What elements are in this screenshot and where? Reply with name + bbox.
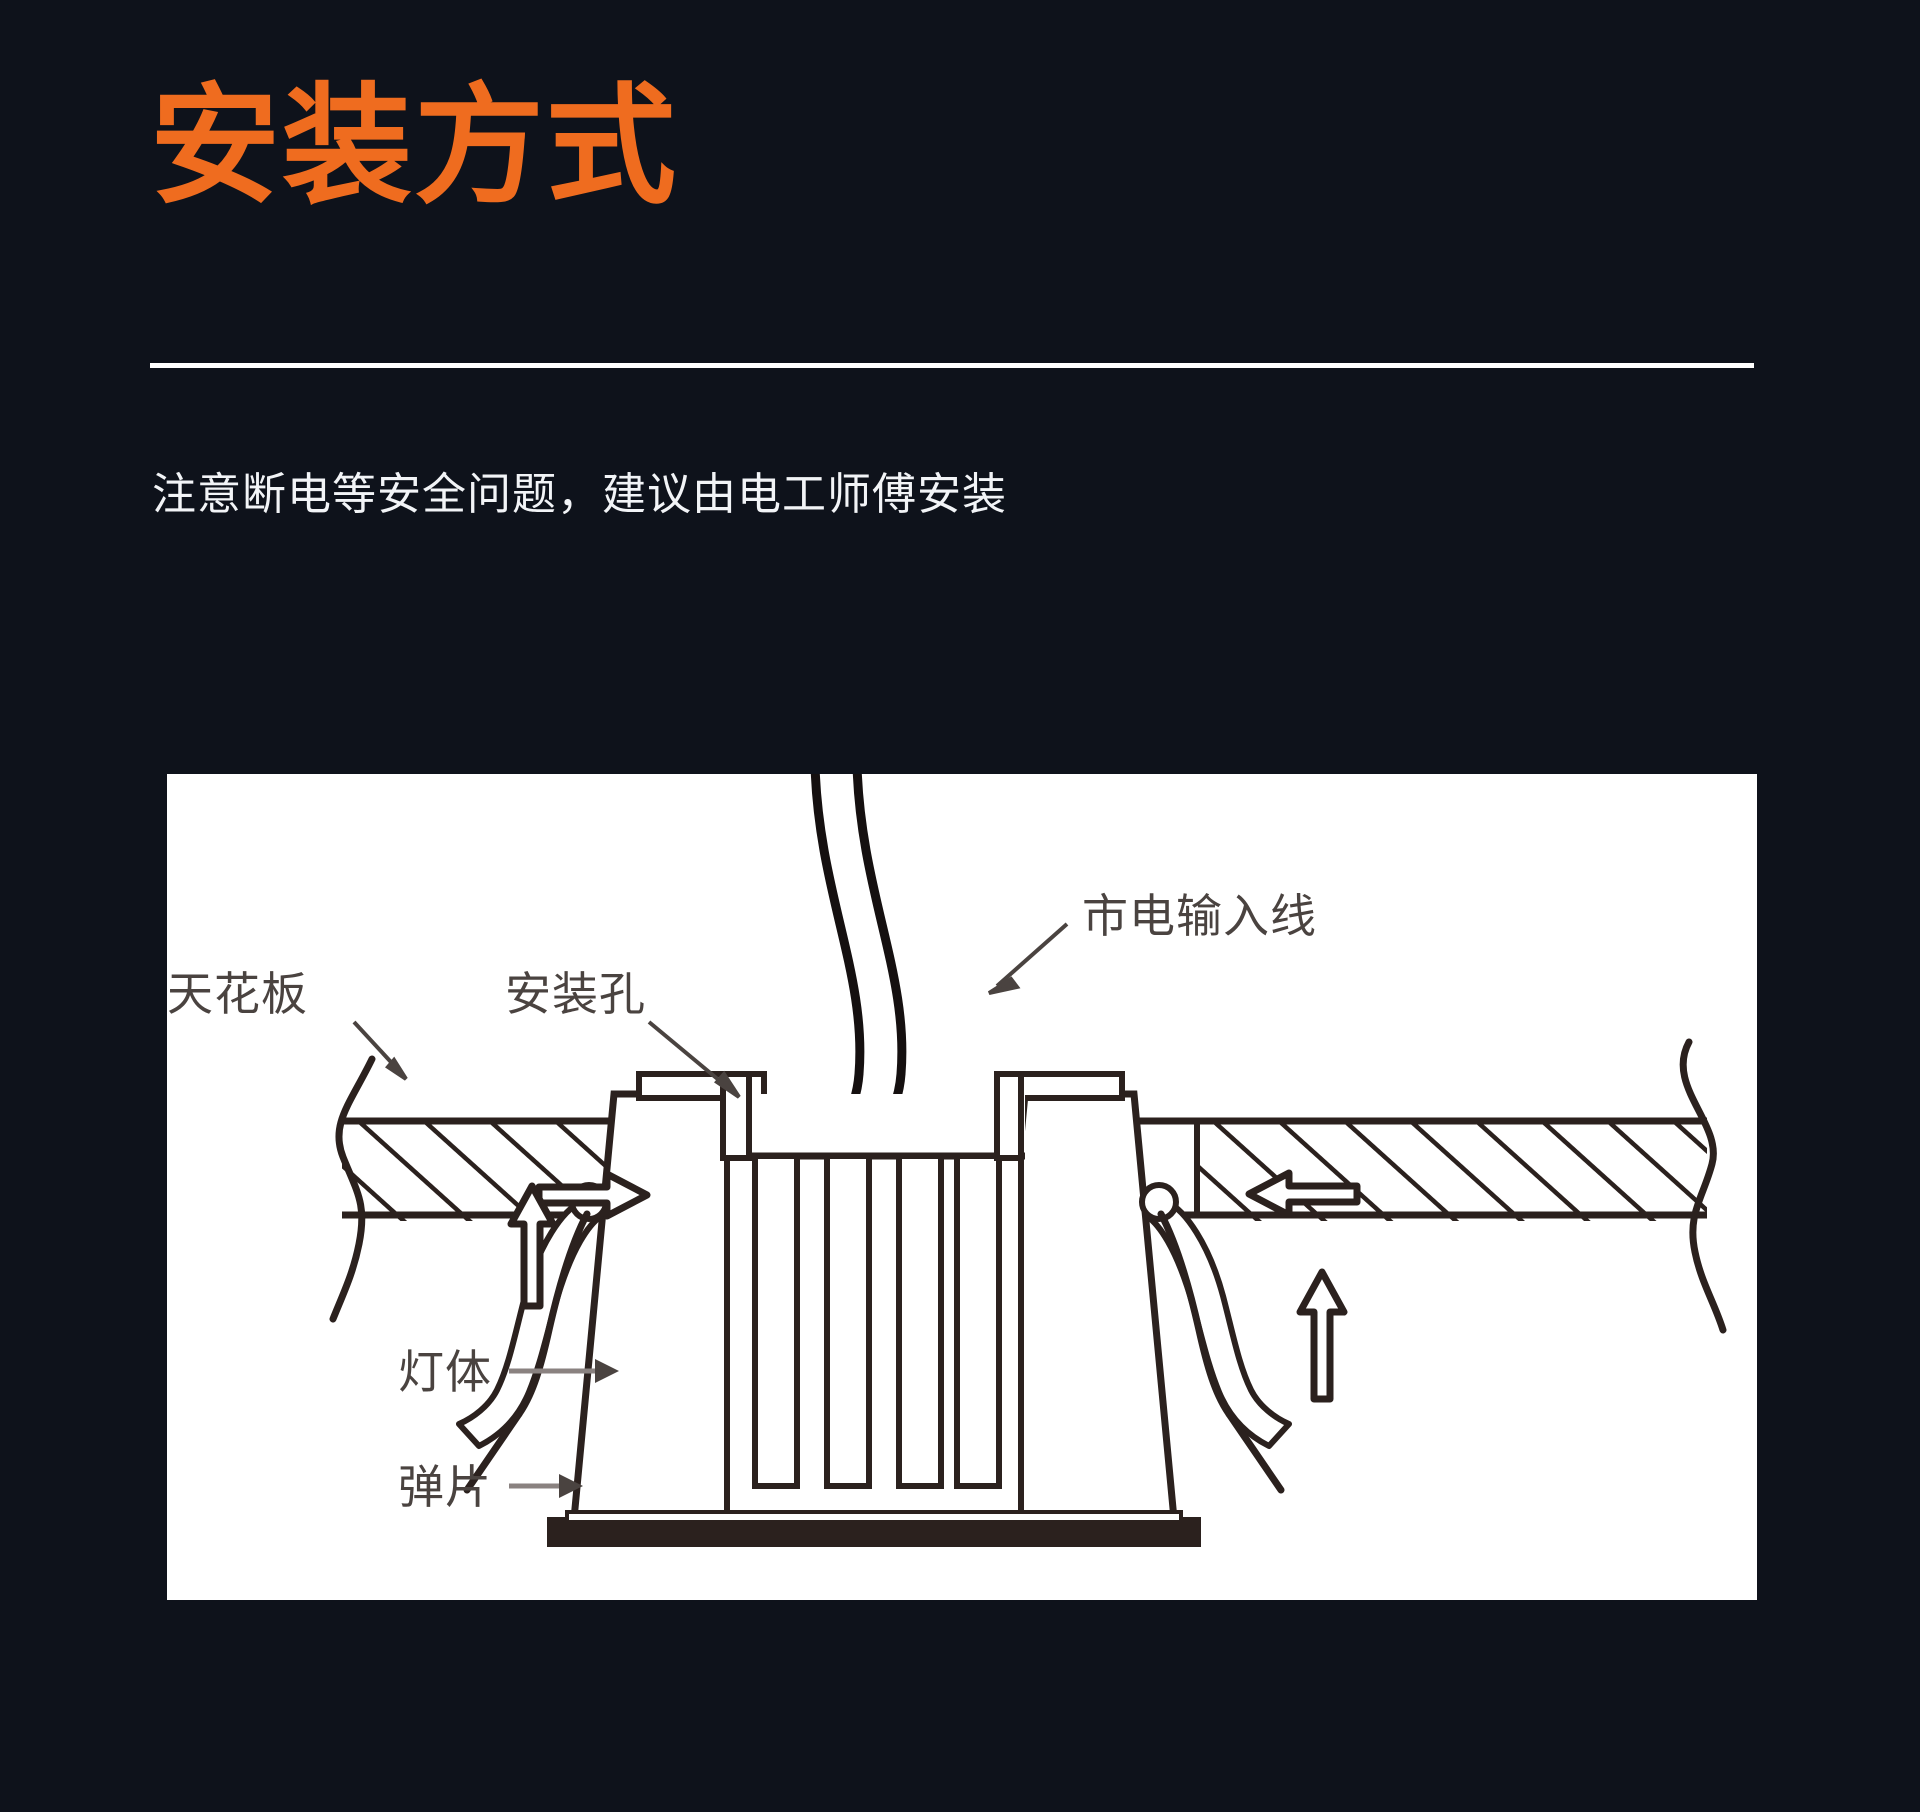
arrow-push-up-right-icon: [1296, 1268, 1348, 1403]
ceiling-break-line-left: [329, 1055, 376, 1323]
spring-clip-left-arm: [515, 1210, 591, 1418]
heatsink-fin-1: [752, 1153, 800, 1489]
arrow-push-right-icon: [535, 1170, 651, 1220]
heatsink-post-right: [994, 1071, 1024, 1161]
installation-diagram-panel: 天花板 安装孔 市电输入线 灯体 弹片: [167, 774, 1757, 1600]
ceiling-break-line-right: [1679, 1038, 1727, 1334]
leader-arrowhead-lamp-body: [595, 1359, 619, 1383]
heatsink-fin-3: [896, 1153, 944, 1489]
heatsink-fin-4: [954, 1153, 1002, 1489]
spring-clip-left-tail: [463, 1410, 523, 1494]
heatsink-fin-2: [824, 1153, 872, 1489]
label-mains-input-wire: 市电输入线: [1082, 890, 1317, 942]
lamp-body-group: [456, 1071, 1292, 1547]
label-lamp-body: 灯体: [398, 1346, 492, 1398]
label-ceiling: 天花板: [167, 968, 308, 1020]
label-spring-clip: 弹片: [398, 1461, 492, 1513]
arrow-push-up-left-icon: [507, 1182, 557, 1310]
installation-diagram-svg: 天花板 安装孔 市电输入线 灯体 弹片: [167, 774, 1727, 1547]
spring-clip-right-arm: [1157, 1210, 1233, 1418]
leader-arrowhead-spring-clip: [559, 1474, 583, 1498]
page-title: 安装方式: [150, 73, 679, 219]
arrow-push-left-icon: [1245, 1169, 1361, 1219]
title-divider: [150, 363, 1754, 368]
leader-line-mains-wire: [995, 922, 1069, 988]
trim-ring-lip: [565, 1510, 1183, 1524]
label-mounting-hole: 安装孔: [505, 968, 646, 1020]
leader-arrowhead-mains-wire: [987, 976, 1021, 995]
page-subtitle: 注意断电等安全问题，建议由电工师傅安装: [152, 470, 1007, 519]
leader-arrowhead-ceiling: [385, 1056, 408, 1081]
leader-arrowhead-mounting-hole: [714, 1070, 741, 1099]
spring-clip-right-tail: [1225, 1410, 1285, 1494]
